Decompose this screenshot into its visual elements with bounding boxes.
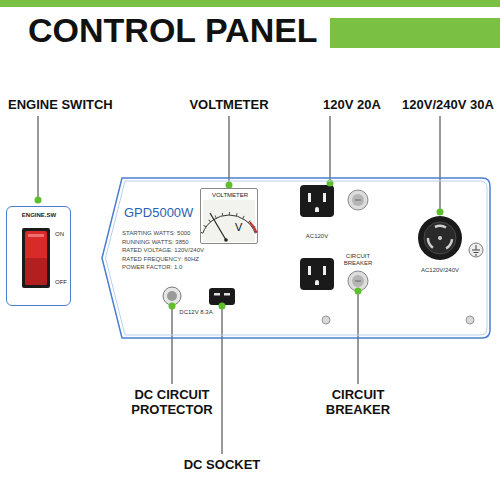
panel-inner-border xyxy=(106,181,488,335)
outlet-slot xyxy=(323,193,326,202)
panel-marking: AC120V xyxy=(306,233,328,240)
breaker-mark xyxy=(355,200,361,201)
meter-needle xyxy=(210,213,226,240)
rocker-frame xyxy=(22,228,50,288)
marker-dot xyxy=(35,197,42,204)
leader-line xyxy=(222,309,223,454)
breaker-button xyxy=(352,194,364,206)
ground-circle xyxy=(469,243,483,257)
spec-line: RUNNING WATTS: 3850 xyxy=(122,239,189,246)
switch-marking: OFF xyxy=(55,279,67,286)
lock-slot xyxy=(446,239,453,249)
ground-line xyxy=(475,255,477,256)
leader-line xyxy=(38,116,39,197)
panel-marking: CIRCUIT BREAKER xyxy=(340,253,376,267)
panel-border xyxy=(102,178,490,338)
breaker-button xyxy=(352,275,364,287)
spec-line: RATED VOLTAGE: 120V/240V xyxy=(122,247,204,254)
callout-label: 120V 20A xyxy=(323,98,381,113)
breaker-upper xyxy=(348,190,368,210)
outlet-ground xyxy=(315,207,319,212)
callout-label: 120V/240V 30A xyxy=(402,98,494,113)
leader-line xyxy=(229,116,230,182)
socket-slot xyxy=(214,293,220,296)
leader-lines xyxy=(38,116,440,454)
socket-body xyxy=(209,288,235,305)
ground-line xyxy=(476,245,477,250)
meter-red-zone xyxy=(250,222,257,233)
outlet-body xyxy=(300,258,334,290)
callout-label: DC SOCKET xyxy=(184,458,261,473)
callout-label: VOLTMETER xyxy=(189,98,268,113)
green-bar xyxy=(330,18,500,48)
switch-caption: ENGINE.SW xyxy=(22,212,56,219)
outlet-ground xyxy=(315,280,319,285)
marker-dot xyxy=(169,303,176,310)
meter-unit: V xyxy=(235,222,242,233)
page-title: CONTROL PANEL xyxy=(28,10,318,51)
outlet-upper xyxy=(300,185,334,217)
twist-lock-outlet xyxy=(418,216,462,260)
outlet-lower xyxy=(300,258,334,290)
callout-label: CIRCUIT BREAKER xyxy=(313,388,403,418)
leader-line xyxy=(358,294,359,384)
dc-circuit-protector xyxy=(163,287,181,305)
marker-dot xyxy=(219,303,226,310)
meter-face xyxy=(203,200,255,242)
marker-dots xyxy=(35,180,444,310)
breaker-knob xyxy=(348,190,368,210)
green-band xyxy=(0,0,500,7)
rocker-highlight xyxy=(28,234,44,237)
protector-knob xyxy=(163,287,181,305)
spec-line: POWER FACTOR: 1.0 xyxy=(122,264,182,271)
lock-body xyxy=(418,216,462,260)
callout-label: ENGINE SWITCH xyxy=(8,98,113,113)
rocker-switch xyxy=(25,231,47,285)
protector-button xyxy=(167,291,177,301)
marker-dot xyxy=(437,209,444,216)
outlet-body xyxy=(300,185,334,217)
leader-line xyxy=(330,116,331,180)
screw xyxy=(322,316,330,324)
marker-dot xyxy=(355,288,362,295)
meter-ticks xyxy=(201,214,256,233)
ground-terminal xyxy=(469,243,483,257)
callout-label: DC CIRCUIT PROTECTOR xyxy=(124,388,220,418)
voltmeter: VOLTMETER V xyxy=(200,188,258,244)
meter-scale xyxy=(203,215,256,233)
lock-slot xyxy=(435,226,446,228)
ground-line xyxy=(472,250,480,251)
meter-caption: VOLTMETER xyxy=(212,192,248,199)
panel-marking: DC12V 8.3A xyxy=(179,309,212,316)
screw xyxy=(466,316,474,324)
outlet-slot xyxy=(323,266,326,275)
outlet-slot xyxy=(308,193,311,202)
switch-housing: ENGINE.SW ON OFF xyxy=(6,206,71,306)
lock-center xyxy=(438,236,442,240)
spec-line: RATED FREQUENCY: 60HZ xyxy=(122,256,199,263)
needle-pivot xyxy=(224,238,228,242)
leader-line xyxy=(172,309,173,384)
breaker-mark xyxy=(355,281,361,282)
lock-face xyxy=(424,222,456,254)
model-name: GPD5000W xyxy=(124,206,193,221)
leader-line xyxy=(440,116,441,209)
rocker-lower xyxy=(25,258,47,285)
spec-line: STARTING WATTS: 5000 xyxy=(122,230,190,237)
panel-marking: AC120V/240V xyxy=(421,267,459,274)
ground-line xyxy=(474,252,479,253)
socket-slot xyxy=(224,293,230,296)
outlet-slot xyxy=(308,266,311,275)
lock-slot xyxy=(427,238,434,248)
switch-marking: ON xyxy=(55,231,64,238)
dc-socket xyxy=(209,288,235,305)
control-panel: GPD5000W STARTING WATTS: 5000RUNNING WATT… xyxy=(100,176,492,340)
